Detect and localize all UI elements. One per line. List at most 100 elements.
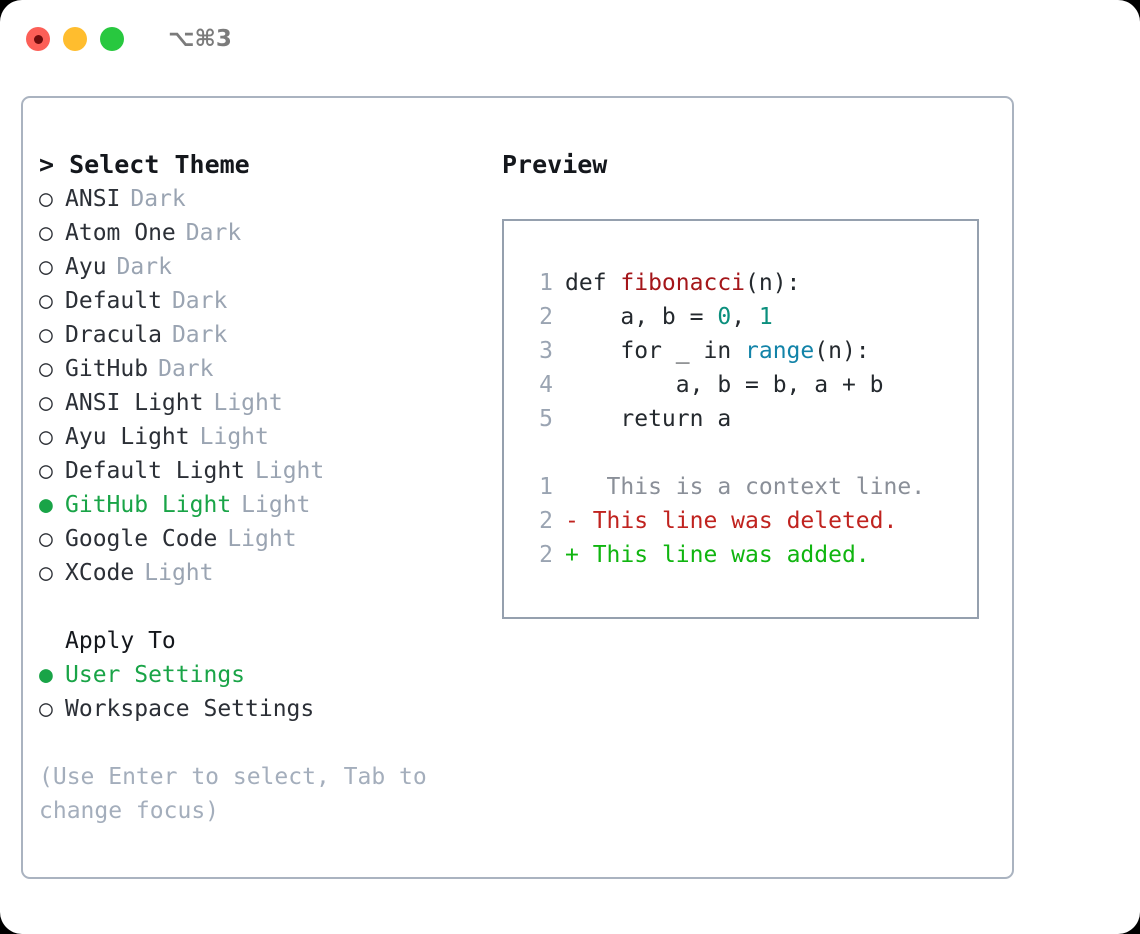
theme-list-item[interactable]: ○ Default Dark [39,284,499,318]
theme-name-label: XCode [65,560,135,586]
theme-name-label: Ayu [65,254,107,280]
theme-name-label: Ayu Light [65,424,190,450]
line-number: 3 [539,338,553,364]
radio-unselected-icon[interactable]: ○ [39,356,53,382]
code-token-plain: (n): [814,338,870,364]
code-token-plain: (n): [745,270,801,296]
title-bar: ⌥⌘3 [0,0,1140,78]
code-text: return a [565,402,731,436]
radio-unselected-icon[interactable]: ○ [39,254,53,280]
theme-variant-tag: Dark [171,288,228,314]
radio-unselected-icon[interactable]: ○ [39,288,53,314]
code-token-func: fibonacci [620,270,746,296]
theme-name-label: ANSI Light [65,390,204,416]
line-number: 2 [539,304,553,330]
theme-list-item[interactable]: ○ Ayu Light Light [39,420,499,454]
theme-variant-tag: Dark [158,356,214,382]
theme-list-item[interactable]: ○ Atom One Dark [39,216,499,250]
code-token-plain: a, b = [565,304,718,330]
apply-to-list: ● User Settings ○Workspace Settings [39,658,499,726]
code-token-num: 0 [717,304,732,330]
radio-unselected-icon[interactable]: ○ [39,322,53,348]
theme-list-item[interactable]: ○ XCode Light [39,556,499,590]
theme-name-label: Default [65,288,162,314]
apply-to-heading: Apply To [65,628,176,654]
apply-to-item[interactable]: ● User Settings [39,658,499,692]
apply-to-item[interactable]: ○Workspace Settings [39,692,499,726]
theme-name-label: Default Light [65,458,246,484]
apply-to-label: User Settings [65,662,246,688]
close-button[interactable] [26,27,50,51]
line-number: 1 [539,270,553,296]
theme-name-label: GitHub Light [65,492,232,518]
code-text: a, b = 0, 1 [565,300,773,334]
code-diff-separator [521,436,977,470]
radio-unselected-icon[interactable]: ○ [39,220,53,246]
theme-variant-tag: Dark [171,322,228,348]
theme-variant-tag: Light [241,492,311,518]
theme-list-item[interactable]: ● GitHub Light Light [39,488,499,522]
code-token-plain: a, b = b, a + b [565,372,884,398]
code-text: for _ in range(n): [565,334,870,368]
theme-variant-tag: Dark [116,254,172,280]
code-token-plain: for _ in [565,338,746,364]
theme-name-label: Google Code [65,526,218,552]
theme-name-label: ANSI [65,186,121,212]
minimize-button[interactable] [63,27,87,51]
theme-list-item[interactable]: ○ GitHub Dark [39,352,499,386]
theme-variant-tag: Light [144,560,214,586]
diff-line: 1 This is a context line. [521,470,977,504]
code-line: 2 a, b = 0, 1 [521,300,977,334]
line-number: 2 [539,542,553,568]
line-number: 5 [539,406,553,432]
diff-sample: 1 This is a context line. 2- This line wa… [521,470,977,572]
code-line: 3 for _ in range(n): [521,334,977,368]
code-token-num: 1 [758,304,773,330]
theme-list-item[interactable]: ○ Dracula Dark [39,318,499,352]
list-spacer [39,590,499,624]
code-token-plain: return a [565,406,732,432]
traffic-lights [26,27,124,51]
diff-marker: + [565,542,579,568]
radio-unselected-icon[interactable]: ○ [39,458,53,484]
diff-text: This line was deleted. [578,508,898,534]
diff-line: 2+ This line was added. [521,538,977,572]
radio-unselected-icon[interactable]: ○ [39,186,53,212]
theme-name-label: GitHub [65,356,149,382]
code-line: 4 a, b = b, a + b [521,368,977,402]
radio-unselected-icon[interactable]: ○ [39,390,53,416]
theme-name-label: Dracula [65,322,162,348]
theme-list-item[interactable]: ○ Ayu Dark [39,250,499,284]
code-line: 5 return a [521,402,977,436]
code-token-plain: def [565,270,621,296]
radio-selected-icon[interactable]: ● [39,492,53,518]
theme-variant-tag: Light [227,526,297,552]
theme-list-item[interactable]: ○ Google Code Light [39,522,499,556]
recording-indicator-icon [33,34,43,44]
theme-variant-tag: Light [199,424,269,450]
theme-name-label: Atom One [65,220,176,246]
radio-unselected-icon[interactable]: ○ [39,526,53,552]
diff-marker: - [565,508,579,534]
select-theme-heading: > Select Theme [39,150,250,179]
radio-unselected-icon[interactable]: ○ [39,424,53,450]
radio-unselected-icon[interactable]: ○ [39,696,53,722]
theme-variant-tag: Light [255,458,325,484]
maximize-button[interactable] [100,27,124,51]
radio-unselected-icon[interactable]: ○ [39,560,53,586]
radio-selected-icon[interactable]: ● [39,662,53,688]
code-line: 1 def fibonacci(n): [521,266,977,300]
code-text: def fibonacci(n): [565,266,800,300]
line-number: 4 [539,372,553,398]
theme-list-item[interactable]: ○ Default Light Light [39,454,499,488]
theme-variant-tag: Dark [185,220,242,246]
code-token-plain: , [731,304,759,330]
